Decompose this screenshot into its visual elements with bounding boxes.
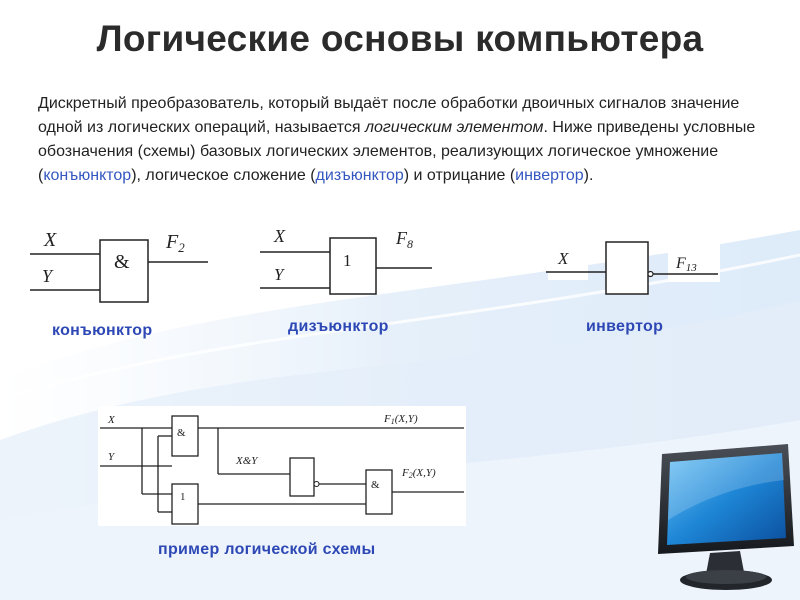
or-gate-x-box bbox=[262, 220, 302, 252]
intro-text-1: Дискретный преобразователь, который выда… bbox=[38, 95, 740, 136]
example-circuit-diagram: X Y & 1 X&Y F1(X,Y) & F2(X,Y) bbox=[98, 406, 466, 526]
example-output-f1-letter: F bbox=[383, 413, 391, 425]
example-mid-label: X&Y bbox=[235, 455, 259, 467]
and-gate-output-index: 2 bbox=[178, 240, 185, 255]
example-and-symbol: & bbox=[177, 427, 186, 439]
not-gate-output: F13 bbox=[675, 255, 697, 274]
example-inverter bbox=[289, 457, 315, 497]
or-gate-input-x: X bbox=[273, 226, 286, 246]
example-input-y: Y bbox=[108, 451, 116, 463]
example-inverter-bubble bbox=[313, 480, 320, 488]
and-gate-caption: конъюнктор bbox=[52, 322, 153, 339]
not-gate-output-letter: F bbox=[675, 255, 686, 272]
or-gate-output-index: 8 bbox=[407, 237, 413, 251]
and-gate-input-x: X bbox=[43, 229, 57, 251]
intro-term: логическим элементом bbox=[364, 119, 544, 136]
intro-text-2: . Ниже приведены условные обозначения (с… bbox=[38, 119, 756, 184]
or-gate-symbol: 1 bbox=[343, 251, 352, 270]
intro-text-4: ) и отрицание ( bbox=[403, 167, 516, 184]
intro-paragraph: Дискретный преобразователь, который выда… bbox=[38, 92, 758, 188]
or-gate-out-box bbox=[380, 220, 424, 254]
example-or-symbol: 1 bbox=[180, 491, 186, 503]
and-gate-output: F2 bbox=[165, 231, 185, 255]
and-gate-out-box bbox=[150, 222, 200, 260]
not-gate-x-box bbox=[548, 240, 588, 280]
example-output-f1-args: (X,Y) bbox=[395, 413, 418, 425]
intro-and-name: конъюнктор bbox=[43, 167, 132, 184]
and-gate-output-letter: F bbox=[165, 231, 179, 253]
and-gate-input-y: Y bbox=[42, 266, 54, 286]
monitor-icon bbox=[658, 444, 794, 590]
example-final-and-gate bbox=[365, 469, 393, 515]
intro-text-5: ). bbox=[583, 167, 594, 184]
not-gate-out-box bbox=[668, 244, 720, 282]
page-title: Логические основы компьютера bbox=[96, 18, 704, 59]
or-gate-diagram: X Y 1 F8 bbox=[260, 220, 432, 295]
or-gate-output: F8 bbox=[395, 228, 413, 251]
and-gate-y-box bbox=[38, 258, 78, 292]
and-gate-symbol: & bbox=[114, 251, 130, 273]
example-and-gate bbox=[171, 415, 199, 457]
or-gate-y-box bbox=[262, 258, 302, 290]
example-output-f2-args: (X,Y) bbox=[413, 467, 436, 479]
example-output-f2: F2(X,Y) bbox=[401, 467, 436, 480]
example-final-and-symbol: & bbox=[371, 479, 380, 491]
or-gate-caption: дизъюнктор bbox=[288, 318, 389, 335]
or-gate-input-y: Y bbox=[274, 265, 285, 284]
or-gate-output-letter: F bbox=[395, 228, 408, 248]
intro-text-3: ), логическое сложение ( bbox=[131, 167, 316, 184]
intro-or-name: дизъюнктор bbox=[315, 167, 404, 184]
example-output-f2-letter: F bbox=[401, 467, 409, 479]
example-output-f1: F1(X,Y) bbox=[383, 413, 418, 426]
not-gate-output-index: 13 bbox=[686, 262, 698, 274]
not-gate-caption: инвертор bbox=[586, 318, 664, 335]
example-input-x: X bbox=[107, 414, 116, 426]
not-gate-input-x: X bbox=[557, 249, 569, 268]
or-gate-body bbox=[329, 237, 377, 295]
not-gate-inversion-bubble bbox=[647, 270, 654, 278]
example-output-f2-index: 2 bbox=[409, 471, 413, 480]
and-gate-diagram: X Y & F2 bbox=[30, 222, 208, 303]
and-gate-body bbox=[99, 239, 149, 303]
not-gate-body bbox=[605, 241, 649, 295]
example-circuit-caption: пример логической схемы bbox=[158, 541, 376, 558]
intro-not-name: инвертор bbox=[515, 167, 584, 184]
not-gate-diagram: X F13 bbox=[546, 240, 720, 295]
example-or-gate bbox=[171, 483, 199, 525]
and-gate-x-box bbox=[38, 222, 78, 256]
example-output-f1-index: 1 bbox=[391, 417, 395, 426]
